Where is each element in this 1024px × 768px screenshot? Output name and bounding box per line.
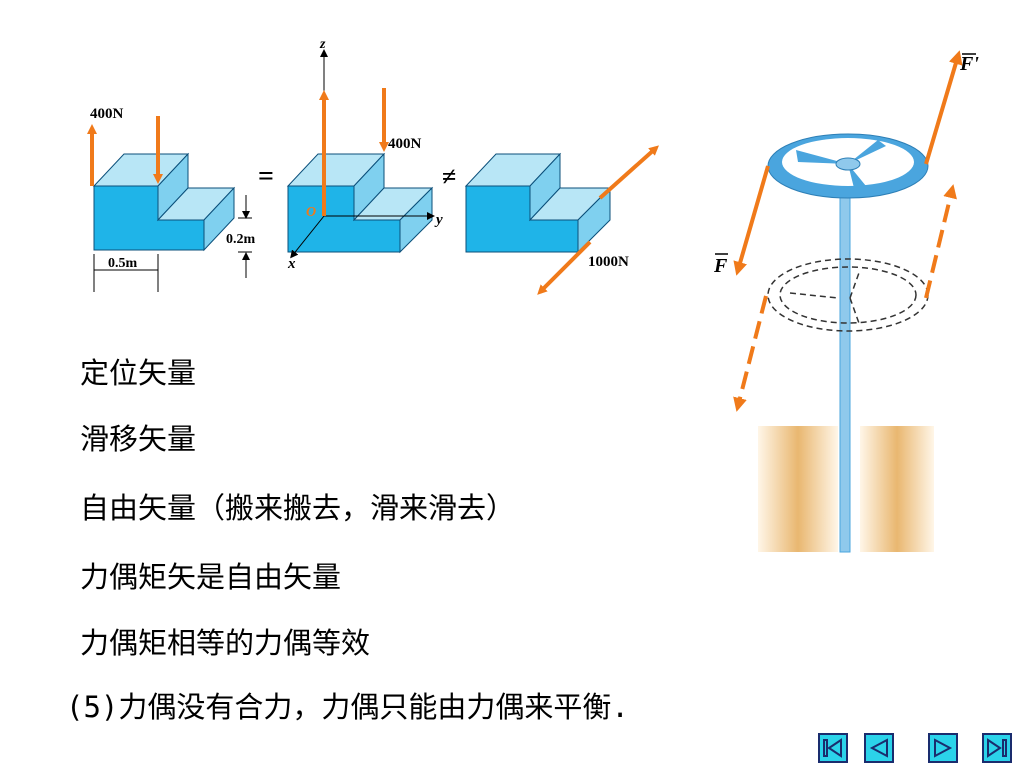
label-400n-left: 400N: [90, 106, 124, 122]
triangle-right-icon: [934, 738, 953, 758]
nav-first-button[interactable]: [818, 733, 848, 763]
force-arrow-f-prime-dashed: [924, 184, 957, 299]
block-1: [92, 152, 236, 252]
text-line-5: 力偶矩相等的力偶等效: [80, 626, 371, 660]
force-arrow-f: [733, 165, 770, 276]
text-line-1: 定位矢量: [80, 356, 197, 390]
origin-label: O: [306, 205, 316, 220]
label-400n-mid: 400N: [388, 136, 422, 152]
triangle-left-icon: [869, 738, 888, 758]
axis-y-label: y: [434, 212, 443, 228]
label-1000n: 1000N: [588, 254, 629, 270]
nav-previous-button[interactable]: [864, 733, 894, 763]
ground-right: [860, 426, 934, 552]
axis-x-label: x: [287, 256, 296, 272]
blocks-diagram: 400N 0.2m 0.5m = z y x O 400N ≠ 1000N: [87, 37, 659, 295]
force-arrow-diag-down: [537, 240, 592, 295]
label-f: F: [713, 255, 728, 277]
force-arrow-f-dashed: [733, 295, 768, 412]
text-line-2: 滑移矢量: [80, 422, 197, 456]
text-line-3: 自由矢量（搬来搬去，滑来滑去）: [80, 491, 516, 525]
text-line-6: (5)力偶没有合力，力偶只能由力偶来平衡.: [66, 690, 629, 724]
label-f-prime: F': [959, 53, 979, 75]
axis-z-label: z: [319, 37, 326, 52]
text-line-4: 力偶矩矢是自由矢量: [80, 560, 342, 594]
not-equal-sign: ≠: [442, 162, 456, 191]
nav-last-button[interactable]: [982, 733, 1012, 763]
skip-back-icon: [823, 738, 842, 758]
ground-left: [758, 426, 838, 552]
equals-sign: =: [258, 161, 274, 192]
handwheel-diagram: F' F: [713, 50, 979, 553]
force-arrow-f-prime: [924, 50, 963, 165]
force-arrow-diag-up: [598, 145, 659, 200]
label-dim-02: 0.2m: [226, 232, 256, 247]
nav-next-button[interactable]: [928, 733, 958, 763]
handwheel: [767, 133, 929, 199]
block-2: [286, 152, 434, 254]
label-dim-05: 0.5m: [108, 256, 138, 271]
skip-forward-icon: [987, 738, 1007, 758]
block-3: [464, 152, 612, 254]
shaft: [839, 161, 851, 553]
